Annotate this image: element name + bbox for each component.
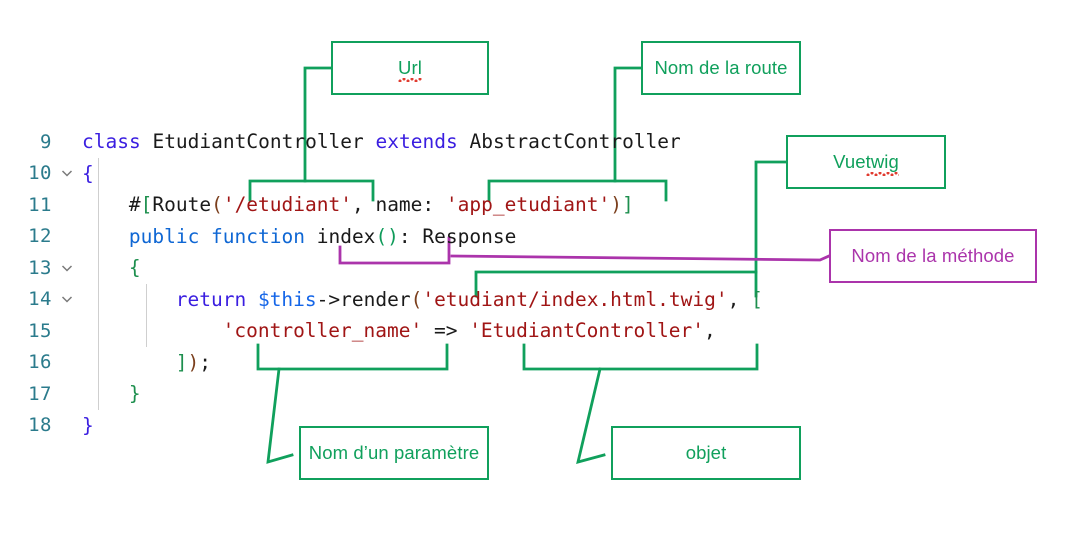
- code-token: =>: [422, 319, 470, 343]
- code-token: ): [610, 193, 623, 217]
- code-token: {: [82, 161, 94, 185]
- annotation-box-vue-twig[interactable]: Vue twig: [786, 135, 946, 189]
- code-token: (): [375, 224, 399, 248]
- annotation-label-param: Nom d’un paramètre: [308, 442, 480, 463]
- line-number: 10: [28, 162, 52, 185]
- chevron-down-icon[interactable]: [52, 166, 82, 180]
- code-tokens: public function index(): Response: [129, 225, 516, 248]
- line-number: 16: [28, 351, 52, 374]
- code-line[interactable]: 12 public function index(): Response: [0, 221, 900, 253]
- code-editor[interactable]: 9 class EtudiantController extends Abstra…: [0, 126, 900, 441]
- code-token: 'etudiant/index.html.twig': [422, 287, 728, 311]
- code-line[interactable]: 14 return $this->render('etudiant/index.h…: [0, 284, 900, 316]
- code-token: ]: [175, 350, 188, 374]
- annotation-box-param[interactable]: Nom d’un paramètre: [299, 426, 489, 480]
- indent-guide: [146, 284, 147, 347]
- code-line[interactable]: 18}: [0, 410, 900, 442]
- annotation-label-method: Nom de la méthode: [851, 245, 1015, 266]
- code-token: return: [175, 287, 247, 311]
- code-tokens: {: [82, 162, 94, 185]
- code-tokens: #[Route('/etudiant', name: 'app_etudiant…: [129, 193, 634, 216]
- annotation-label-url: Url: [398, 57, 422, 82]
- code-token: }: [82, 413, 94, 437]
- annotation-label-route-name: Nom de la route: [654, 57, 788, 78]
- code-token: 'app_etudiant': [445, 193, 611, 217]
- code-token: '/etudiant': [222, 193, 352, 217]
- code-token: ,: [727, 287, 752, 311]
- code-token: 'controller_name': [222, 319, 423, 343]
- code-line[interactable]: 17}: [0, 378, 900, 410]
- code-token: index: [304, 224, 376, 248]
- annotation-label-vue-twig: Vue: [833, 151, 866, 172]
- code-line[interactable]: 11 #[Route('/etudiant', name: 'app_etudia…: [0, 189, 900, 221]
- code-line[interactable]: 9 class EtudiantController extends Abstra…: [0, 126, 900, 158]
- code-line[interactable]: 10 {: [0, 158, 900, 190]
- code-token: [: [751, 287, 763, 311]
- code-token: [: [140, 193, 153, 217]
- code-token: AbstractController: [457, 130, 681, 154]
- code-token: EtudiantController: [152, 130, 364, 154]
- line-number: 11: [28, 193, 52, 216]
- annotation-box-route-name[interactable]: Nom de la route: [641, 41, 801, 95]
- chevron-down-icon[interactable]: [52, 292, 82, 306]
- code-tokens: }: [82, 414, 94, 437]
- annotation-box-url[interactable]: Url: [331, 41, 489, 95]
- code-token: Route: [152, 193, 212, 217]
- line-number: 15: [28, 319, 52, 342]
- code-tokens: return $this->render('etudiant/index.htm…: [176, 288, 763, 311]
- line-number: 17: [28, 382, 52, 405]
- code-token: (: [410, 287, 423, 311]
- code-tokens: }: [129, 382, 141, 405]
- code-tokens: 'controller_name' => 'EtudiantController…: [223, 319, 716, 342]
- code-tokens: ]);: [176, 351, 211, 374]
- code-token: {: [128, 256, 141, 280]
- code-token: $this: [257, 287, 317, 311]
- code-token: : Response: [398, 224, 517, 248]
- annotation-box-objet[interactable]: objet: [611, 426, 801, 480]
- code-token: ;: [199, 350, 211, 374]
- code-token: ->render: [316, 287, 411, 311]
- code-token: }: [128, 382, 141, 406]
- annotation-box-method[interactable]: Nom de la méthode: [829, 229, 1037, 283]
- line-number: 12: [28, 225, 52, 248]
- code-token: (: [211, 193, 223, 217]
- code-line[interactable]: 13 {: [0, 252, 900, 284]
- code-token: #: [128, 193, 141, 217]
- line-number: 13: [28, 256, 52, 279]
- line-number: 18: [28, 414, 52, 437]
- code-token: , name:: [351, 193, 446, 217]
- code-token: ]: [622, 193, 634, 217]
- code-token: [246, 288, 258, 311]
- annotation-label-vue-twig-misspelled: twig: [865, 151, 900, 176]
- indent-guide: [98, 158, 99, 410]
- line-number: 14: [28, 288, 52, 311]
- code-line[interactable]: 15 'controller_name' => 'EtudiantControll…: [0, 315, 900, 347]
- code-token: 'EtudiantController': [469, 319, 704, 343]
- code-tokens: class EtudiantController extends Abstrac…: [82, 130, 681, 153]
- code-token: class: [82, 130, 153, 154]
- code-token: ): [187, 350, 200, 374]
- line-number: 9: [40, 130, 52, 153]
- annotation-label-objet: objet: [685, 442, 727, 463]
- code-token: public function: [128, 224, 305, 248]
- code-token: extends: [375, 130, 458, 154]
- code-token: ,: [704, 319, 716, 343]
- code-tokens: {: [129, 256, 141, 279]
- chevron-down-icon[interactable]: [52, 261, 82, 275]
- code-token: [364, 130, 376, 153]
- code-line[interactable]: 16]);: [0, 347, 900, 379]
